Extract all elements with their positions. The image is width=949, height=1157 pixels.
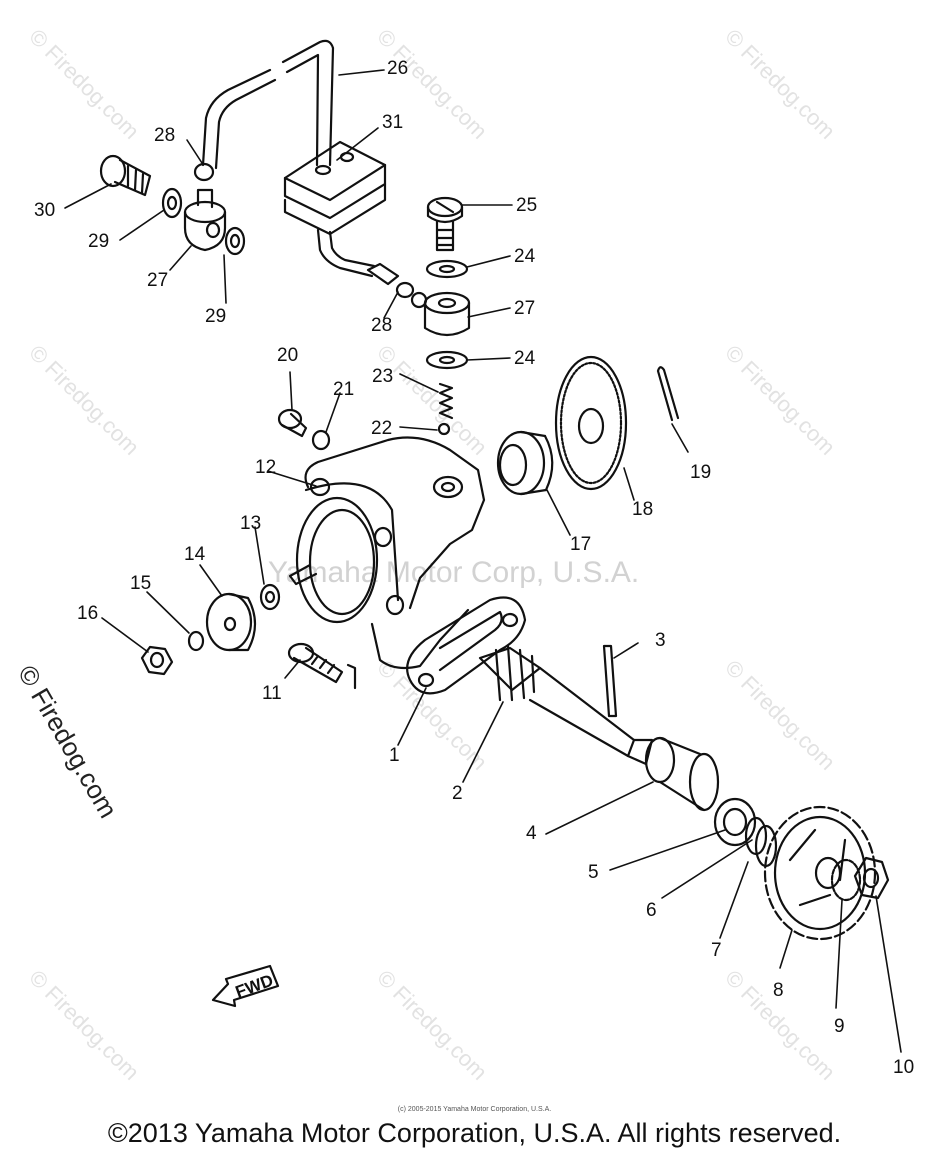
callout-4: 4 <box>526 823 537 844</box>
part-29-washer <box>161 187 183 219</box>
part-24-washer <box>425 259 469 279</box>
callout-25: 25 <box>516 195 538 216</box>
pump-body <box>288 436 486 670</box>
part-3-pin <box>602 644 618 718</box>
part-25-bolt <box>426 196 464 252</box>
part-11-bolt <box>287 642 357 690</box>
hose-end <box>366 262 400 286</box>
part-21-washer <box>311 429 331 451</box>
copyright-footer: ©2013 Yamaha Motor Corporation, U.S.A. A… <box>107 1118 842 1148</box>
callout-8: 8 <box>773 980 784 1001</box>
callout-22: 22 <box>371 418 393 439</box>
callout-28: 28 <box>371 315 393 336</box>
callout-10: 10 <box>893 1057 915 1078</box>
part-14-plate <box>205 592 257 652</box>
callout-11: 11 <box>262 683 282 704</box>
part-30-banjo-bolt <box>99 154 152 197</box>
callout-16: 16 <box>77 603 99 624</box>
part-23-spring <box>438 382 454 420</box>
part-15-clip <box>187 630 205 652</box>
fine-print: (c) 2005-2015 Yamaha Motor Corporation, … <box>397 1106 552 1113</box>
callout-14: 14 <box>184 544 206 565</box>
callout-9: 9 <box>834 1016 845 1037</box>
part-31-grommet <box>283 140 387 278</box>
callout-29: 29 <box>88 231 110 252</box>
part-10-nut <box>853 856 890 900</box>
part-1-gasket <box>406 596 527 695</box>
callout-15: 15 <box>130 573 152 594</box>
callout-1: 1 <box>389 745 400 766</box>
part-2-shaft <box>478 644 654 766</box>
callout-26: 26 <box>387 58 409 79</box>
center-watermark: Yamaha Motor Corp, U.S.A. <box>268 556 640 589</box>
callout-23: 23 <box>372 366 394 387</box>
callout-2: 2 <box>452 783 463 804</box>
callout-24: 24 <box>514 348 536 369</box>
callout-3: 3 <box>655 630 666 651</box>
part-17-bearing <box>496 430 554 496</box>
part-26-hose <box>201 39 335 170</box>
callout-12: 12 <box>255 457 277 478</box>
part-4-collar <box>644 736 720 812</box>
callout-19: 19 <box>690 462 712 483</box>
callout-17: 17 <box>570 534 592 555</box>
part-28-clip <box>395 281 415 299</box>
part-5-bearing <box>713 797 757 847</box>
leader-lines <box>64 69 902 1053</box>
part-19-cotter-pin <box>656 366 680 422</box>
part-13-washer <box>259 583 281 611</box>
callout-28: 28 <box>154 125 176 146</box>
callout-31: 31 <box>382 112 404 133</box>
callout-29: 29 <box>205 306 227 327</box>
part-20-screw <box>277 408 308 438</box>
callout-5: 5 <box>588 862 599 883</box>
callout-21: 21 <box>333 379 355 400</box>
part-16-nut <box>140 645 174 676</box>
part-27-banjo-fitting <box>423 291 471 337</box>
part-27-banjo-fitting <box>183 188 227 252</box>
part-24-washer <box>425 350 469 370</box>
callout-27: 27 <box>514 298 536 319</box>
part-9-gear <box>830 858 862 902</box>
callout-30: 30 <box>34 200 56 221</box>
fwd-arrow: FWD <box>211 964 280 1008</box>
callout-6: 6 <box>646 900 657 921</box>
callout-7: 7 <box>711 940 722 961</box>
part-22-ball <box>437 422 451 436</box>
callout-24: 24 <box>514 246 536 267</box>
part-18-gear <box>554 355 628 491</box>
callout-13: 13 <box>240 513 262 534</box>
callout-27: 27 <box>147 270 169 291</box>
callout-18: 18 <box>632 499 654 520</box>
part-29-washer <box>224 226 246 256</box>
part-28-clip <box>193 162 215 182</box>
callout-20: 20 <box>277 345 299 366</box>
